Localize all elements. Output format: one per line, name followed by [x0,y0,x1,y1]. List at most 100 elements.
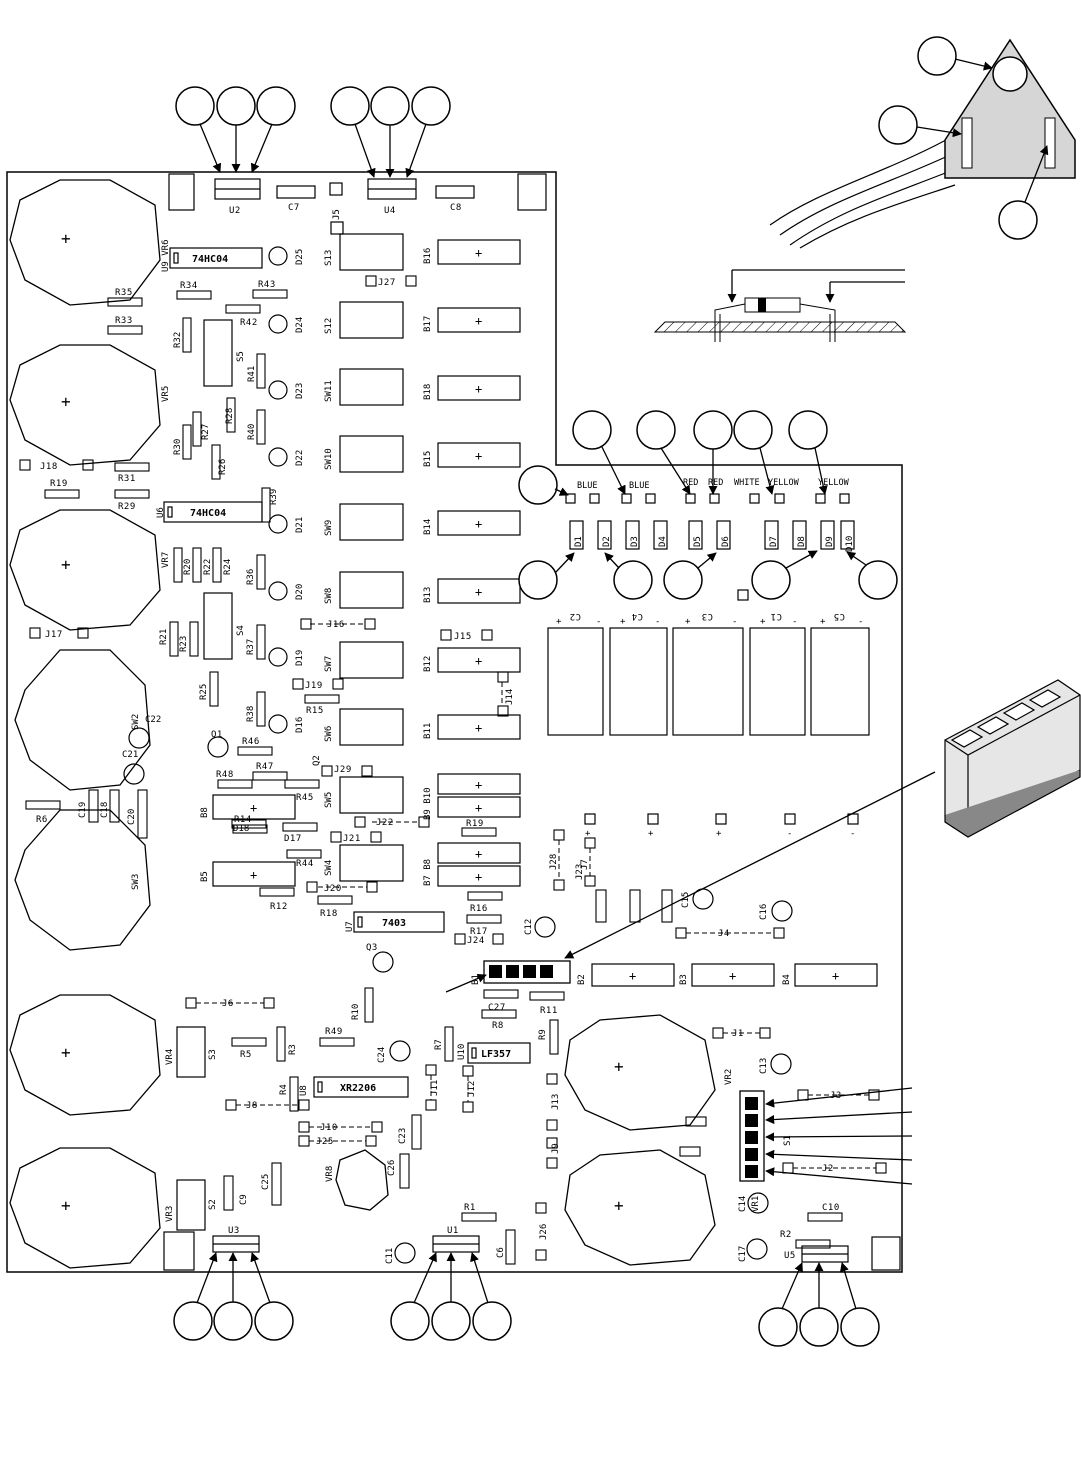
svg-text:-: - [858,617,864,627]
svg-text:+: + [629,969,636,983]
svg-text:D1: D1 [574,536,584,547]
label-pot-9: VR1 [751,1196,761,1212]
svg-text:+: + [648,829,654,839]
svg-text:B12: B12 [423,656,433,672]
svg-text:R39: R39 [269,489,279,505]
svg-text:BLUE: BLUE [629,481,649,491]
svg-text:S1: S1 [783,1135,793,1146]
diode-cross-section [653,269,907,342]
svg-text:+: + [475,449,482,463]
connector-b1 [483,960,571,984]
svg-text:+: + [614,1196,624,1215]
svg-text:C3: C3 [701,611,713,621]
svg-text:C14: C14 [738,1196,748,1212]
svg-text:+: + [61,229,71,248]
svg-text:J2: J2 [822,1164,834,1174]
svg-text:B17: B17 [423,316,433,332]
svg-text:WHITE: WHITE [734,478,760,488]
svg-text:D24: D24 [295,317,305,333]
svg-text:J29: J29 [334,765,352,775]
svg-text:D7: D7 [769,536,779,547]
svg-text:C2: C2 [569,611,581,621]
svg-text:S5: S5 [236,351,246,362]
svg-text:R48: R48 [216,770,234,780]
svg-text:U8: U8 [299,1085,309,1096]
svg-text:R26: R26 [218,459,228,475]
svg-text:B15: B15 [423,451,433,467]
top-components [168,173,547,235]
svg-text:R16: R16 [470,904,488,914]
svg-text:+: + [475,382,482,396]
svg-text:-: - [732,617,738,627]
led-callout-arrows [554,446,867,574]
svg-text:R1: R1 [464,1203,476,1213]
svg-text:R19: R19 [50,479,68,489]
label-pot-4: SW2 [131,714,141,730]
test-pads [584,813,859,825]
svg-text:SW9: SW9 [324,520,334,536]
svg-text:B3: B3 [679,974,689,985]
svg-text:D17: D17 [284,834,302,844]
svg-text:D25: D25 [295,249,305,265]
label-pot-1: U9 VR6 [161,239,171,272]
connector-s1 [739,1090,765,1182]
resistor-bodies [25,289,843,1249]
svg-text:J23: J23 [575,864,585,880]
svg-text:J13: J13 [551,1094,561,1110]
svg-text:S4: S4 [236,625,246,636]
svg-text:YELLOW: YELLOW [768,478,800,488]
svg-text:R4: R4 [279,1084,289,1095]
svg-text:RED: RED [708,478,723,488]
svg-text:R40: R40 [247,424,257,440]
svg-text:D18: D18 [233,824,249,834]
ic-u8-label: XR2206 [340,1083,376,1094]
pot-vr3: + [9,1147,161,1269]
svg-text:C12: C12 [524,919,534,935]
svg-text:D3: D3 [630,536,640,547]
battery-plus-marks: + + + + + + + + + + + + + + + + + [250,246,839,983]
svg-text:+: + [475,778,482,792]
svg-text:B7 B8: B7 B8 [423,859,433,886]
label-pot-10: VR8 [325,1166,335,1182]
svg-text:D23: D23 [295,383,305,399]
svg-text:-: - [596,617,602,627]
svg-text:-: - [850,829,856,839]
s1-arrows [765,1087,913,1185]
ic-u6-label: 74HC04 [190,508,226,519]
svg-text:C6: C6 [496,1247,506,1258]
svg-text:U6: U6 [156,507,166,518]
ic-u10-label: LF357 [481,1049,511,1060]
svg-text:SW11: SW11 [324,380,334,402]
svg-text:D20: D20 [295,584,305,600]
svg-text:R27: R27 [201,424,211,440]
svg-text:R42: R42 [240,318,258,328]
svg-text:R30: R30 [173,439,183,455]
svg-text:+: + [475,314,482,328]
svg-text:C5: C5 [833,611,845,621]
misc-labels: U6 U7 U8 U10 Q1 Q2 Q3 S1 [156,507,793,1146]
connector-isometric [944,679,1081,838]
led-pads [565,493,855,601]
svg-text:B8: B8 [200,807,210,818]
svg-text:R10: R10 [351,1004,361,1020]
svg-text:SW5: SW5 [324,792,334,808]
jumper-pads [19,275,887,1261]
pot-sw3 [14,809,151,951]
ic-u9-label: 74HC04 [192,254,228,265]
svg-text:J21: J21 [343,834,361,844]
svg-text:C24: C24 [377,1047,387,1063]
label-c7: C7 [288,203,300,213]
svg-text:R47: R47 [256,762,274,772]
svg-text:R5: R5 [240,1050,252,1060]
svg-text:D5: D5 [693,536,703,547]
svg-text:D21: D21 [295,517,305,533]
svg-text:+: + [760,617,766,627]
svg-text:R44: R44 [296,859,314,869]
resistor-labels: R35 R34 R43 R42 R33 R32 R41 R26 R27 R28 … [36,280,791,1240]
ic-u7-label: 7403 [382,918,406,929]
svg-text:J18: J18 [40,462,58,472]
svg-text:J20: J20 [324,884,342,894]
switch-boxes [176,233,404,1231]
svg-text:J12: J12 [467,1081,477,1097]
svg-text:+: + [475,847,482,861]
